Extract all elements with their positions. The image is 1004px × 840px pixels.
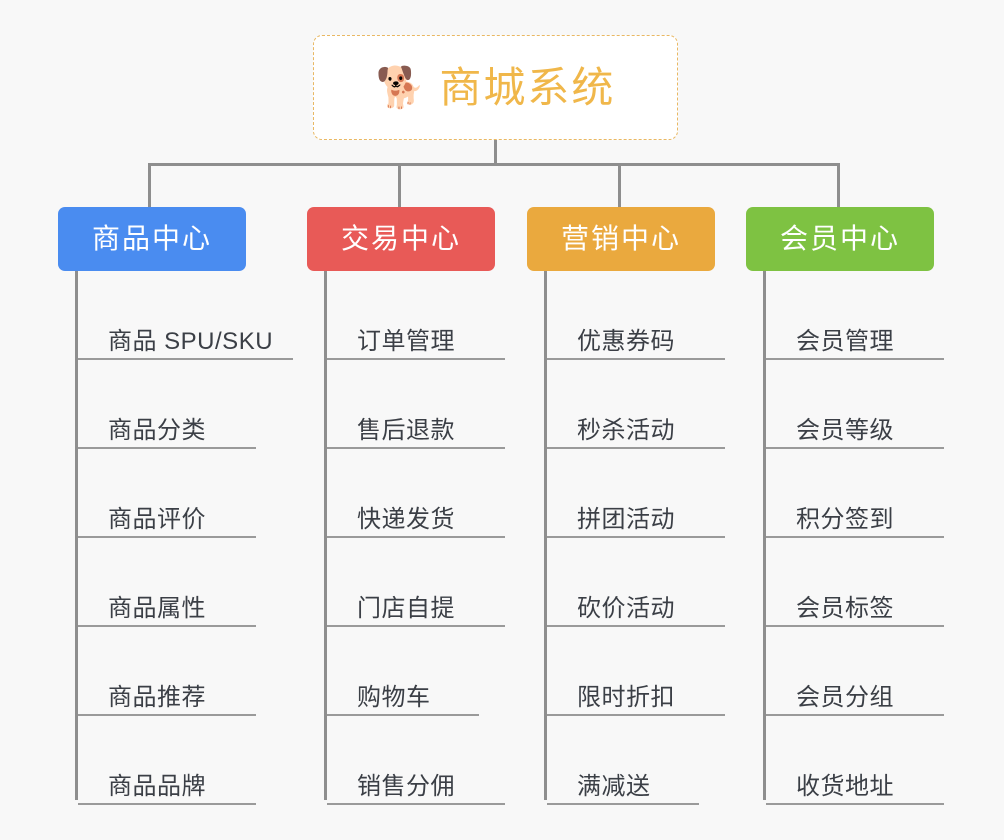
category-column: 交易中心订单管理售后退款快递发货门店自提购物车销售分佣: [307, 207, 505, 805]
leaf-item[interactable]: 拼团活动: [547, 449, 725, 538]
leaf-item[interactable]: 秒杀活动: [547, 360, 725, 449]
leaf-list: 商品 SPU/SKU 商品分类商品评价商品属性商品推荐商品品牌: [75, 271, 293, 805]
leaf-list: 会员管理会员等级积分签到会员标签会员分组收货地址: [763, 271, 944, 805]
leaf-item-label: 秒杀活动: [577, 416, 675, 444]
connector-drop-4: [837, 163, 840, 207]
leaf-list: 优惠券码秒杀活动拼团活动砍价活动限时折扣满减送: [544, 271, 725, 805]
category-header[interactable]: 会员中心: [746, 207, 934, 271]
leaf-item[interactable]: 会员标签: [766, 538, 944, 627]
category-column: 会员中心会员管理会员等级积分签到会员标签会员分组收货地址: [746, 207, 944, 805]
leaf-item-label: 商品 SPU/SKU: [108, 327, 274, 355]
leaf-item-label: 会员管理: [796, 327, 894, 355]
leaf-item-label: 会员分组: [796, 683, 894, 711]
category-column: 营销中心优惠券码秒杀活动拼团活动砍价活动限时折扣满减送: [527, 207, 725, 805]
connector-horizontal-bus: [148, 163, 840, 166]
connector-root-stem: [494, 140, 497, 165]
leaf-item[interactable]: 会员管理: [766, 271, 944, 360]
leaf-item[interactable]: 快递发货: [327, 449, 505, 538]
leaf-item-label: 砍价活动: [577, 594, 675, 622]
leaf-item-label: 拼团活动: [577, 505, 675, 533]
leaf-item[interactable]: 购物车: [327, 627, 479, 716]
leaf-item[interactable]: 商品品牌: [78, 716, 256, 805]
leaf-item[interactable]: 积分签到: [766, 449, 944, 538]
connector-drop-2: [398, 163, 401, 207]
leaf-item-label: 商品品牌: [108, 772, 206, 800]
leaf-item[interactable]: 商品属性: [78, 538, 256, 627]
category-header[interactable]: 商品中心: [58, 207, 246, 271]
leaf-list: 订单管理售后退款快递发货门店自提购物车销售分佣: [324, 271, 505, 805]
leaf-item-label: 商品推荐: [108, 683, 206, 711]
leaf-item-label: 收货地址: [796, 772, 894, 800]
leaf-item[interactable]: 商品 SPU/SKU: [78, 271, 293, 360]
leaf-item[interactable]: 售后退款: [327, 360, 505, 449]
connector-drop-3: [618, 163, 621, 207]
leaf-item[interactable]: 限时折扣: [547, 627, 725, 716]
leaf-item[interactable]: 销售分佣: [327, 716, 505, 805]
leaf-item-label: 商品属性: [108, 594, 206, 622]
root-title: 商城系统: [439, 63, 616, 111]
leaf-item-label: 积分签到: [796, 505, 894, 533]
shiba-dog-icon: 🐕: [375, 65, 426, 110]
leaf-item-label: 售后退款: [357, 416, 455, 444]
category-column: 商品中心商品 SPU/SKU 商品分类商品评价商品属性商品推荐商品品牌: [58, 207, 293, 805]
root-node[interactable]: 🐕 商城系统: [313, 35, 678, 140]
leaf-item-label: 销售分佣: [357, 772, 455, 800]
leaf-item-label: 订单管理: [357, 327, 455, 355]
leaf-item-label: 满减送: [577, 772, 651, 800]
leaf-item[interactable]: 收货地址: [766, 716, 944, 805]
leaf-item[interactable]: 砍价活动: [547, 538, 725, 627]
leaf-item[interactable]: 满减送: [547, 716, 699, 805]
leaf-item-label: 会员等级: [796, 416, 894, 444]
category-header[interactable]: 交易中心: [307, 207, 495, 271]
leaf-item-label: 商品分类: [108, 416, 206, 444]
leaf-item[interactable]: 商品评价: [78, 449, 256, 538]
leaf-item-label: 购物车: [357, 683, 431, 711]
leaf-item-label: 会员标签: [796, 594, 894, 622]
connector-drop-1: [148, 163, 151, 207]
leaf-item[interactable]: 商品分类: [78, 360, 256, 449]
leaf-item[interactable]: 优惠券码: [547, 271, 725, 360]
leaf-item[interactable]: 商品推荐: [78, 627, 256, 716]
leaf-item-label: 优惠券码: [577, 327, 675, 355]
leaf-item[interactable]: 订单管理: [327, 271, 505, 360]
leaf-item-label: 快递发货: [357, 505, 455, 533]
leaf-item[interactable]: 会员分组: [766, 627, 944, 716]
category-header[interactable]: 营销中心: [527, 207, 715, 271]
leaf-item[interactable]: 会员等级: [766, 360, 944, 449]
leaf-item[interactable]: 门店自提: [327, 538, 505, 627]
leaf-item-label: 限时折扣: [577, 683, 675, 711]
leaf-item-label: 门店自提: [357, 594, 455, 622]
leaf-item-label: 商品评价: [108, 505, 206, 533]
